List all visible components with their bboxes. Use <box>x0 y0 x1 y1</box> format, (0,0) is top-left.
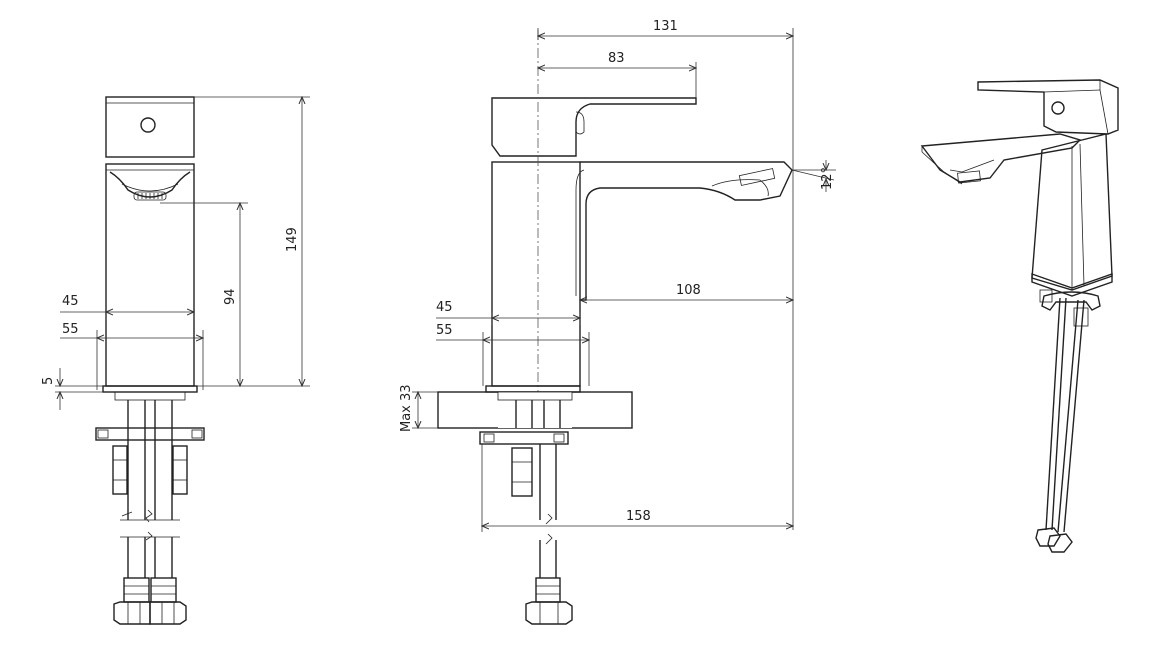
hose-reach-label: 158 <box>626 509 651 524</box>
spout-angle-label: 12° <box>820 167 835 190</box>
front-view: 45 55 5 94 149 <box>41 97 310 625</box>
spout-reach-label: 108 <box>676 283 701 298</box>
overall-length-label: 131 <box>653 19 678 34</box>
handle-length-label: 83 <box>608 51 625 66</box>
side-width-45-label: 45 <box>436 300 453 315</box>
deck-thickness-label: Max 33 <box>399 384 414 432</box>
side-view: 131 83 12° 108 45 55 Max 33 158 <box>399 19 836 625</box>
front-width-45-label: 45 <box>62 294 79 309</box>
front-width-55-label: 55 <box>62 322 79 337</box>
isometric-view <box>920 79 1119 553</box>
front-spout-height-label: 94 <box>223 288 238 305</box>
front-total-height-label: 149 <box>285 227 300 252</box>
side-width-55-label: 55 <box>436 323 453 338</box>
front-base-5-label: 5 <box>41 377 56 385</box>
